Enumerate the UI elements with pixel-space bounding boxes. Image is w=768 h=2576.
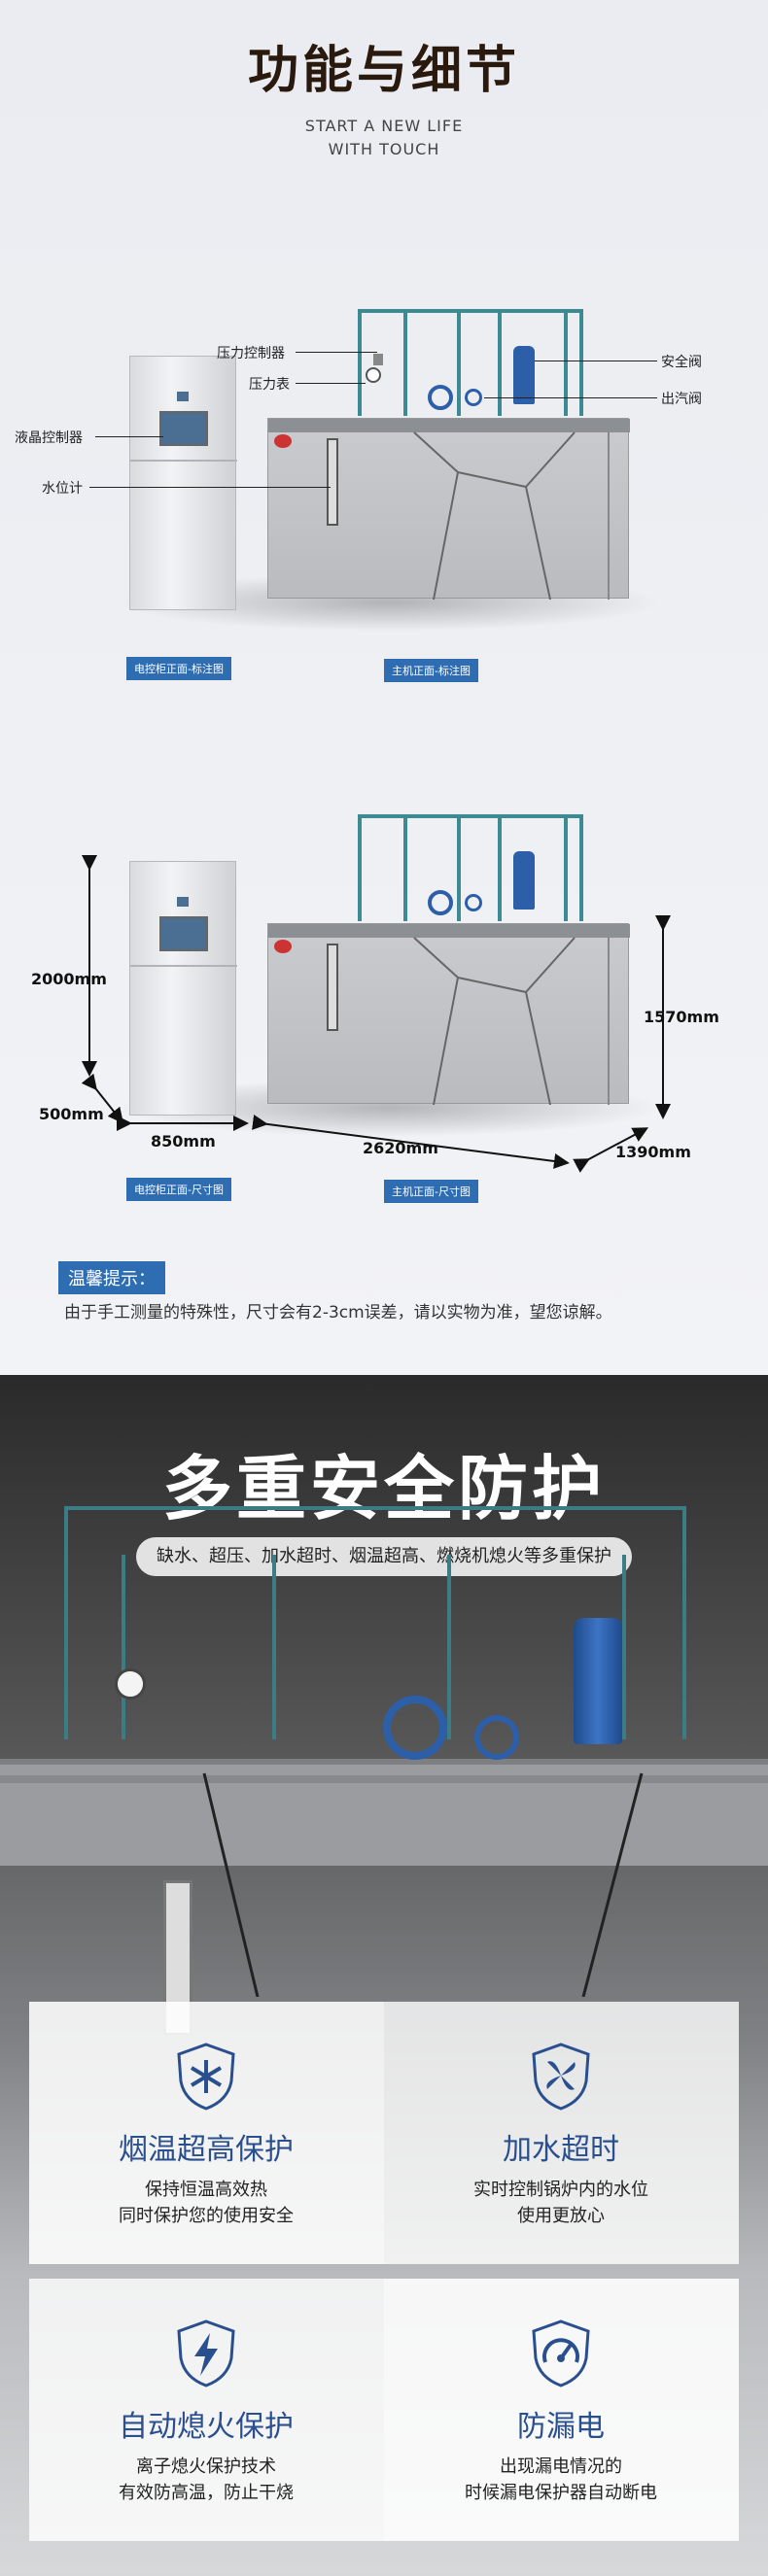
protection-summary: 缺水、超压、加水超时、烟温超高、燃烧机熄火等多重保护 — [136, 1537, 632, 1576]
main-boiler-dim — [267, 923, 630, 1105]
feature-card-leakage: 防漏电 出现漏电情况的 时候漏电保护器自动断电 — [384, 2279, 739, 2541]
safety-valve-icon — [513, 851, 535, 910]
control-cabinet — [129, 356, 237, 610]
pressure-gauge-icon — [366, 367, 381, 383]
card-title: 烟温超高保护 — [119, 2133, 294, 2167]
safety-valve-icon — [574, 1618, 622, 1744]
card-desc-line2: 有效防高温，防止干烧 — [119, 2483, 294, 2503]
card-title: 加水超时 — [503, 2133, 619, 2167]
card-title: 防漏电 — [517, 2410, 605, 2444]
valve-wheel-icon — [428, 890, 453, 915]
control-cabinet-dim — [129, 861, 237, 1116]
label-steam-valve: 出汽阀 — [661, 392, 702, 407]
tag-cabinet-dim: 电控柜正面-尺寸图 — [126, 1178, 231, 1201]
notice-label: 温馨提示： — [58, 1261, 165, 1294]
dim-main-height: 1570mm — [644, 1008, 719, 1026]
label-pressure-gauge: 压力表 — [249, 377, 290, 393]
card-desc-line1: 离子熄火保护技术 — [136, 2456, 276, 2477]
section-subtitle-line2: WITH TOUCH — [328, 140, 440, 158]
details-section: 功能与细节 START A NEW LIFE WITH TOUCH — [0, 0, 768, 1375]
protection-section: 多重安全防护 缺水、超压、加水超时、烟温超高、燃烧机熄火等多重保护 烟温超高保护… — [0, 1375, 768, 2576]
pressure-controller-icon — [373, 354, 383, 365]
tag-main-labeled: 主机正面-标注图 — [384, 659, 478, 682]
fan-shield-icon — [532, 2043, 590, 2111]
card-desc-line2: 使用更放心 — [517, 2206, 605, 2226]
dim-cabinet-height: 2000mm — [31, 970, 107, 988]
dim-cabinet-depth: 500mm — [39, 1105, 104, 1123]
feature-card-flame-out: 自动熄火保护 离子熄火保护技术 有效防高温，防止干烧 — [29, 2279, 384, 2541]
lcd-screen — [159, 411, 208, 446]
card-desc-line1: 出现漏电情况的 — [500, 2456, 622, 2477]
dimension-arrows — [81, 855, 671, 1173]
brand-logo-icon — [274, 434, 292, 448]
valve-wheel-icon — [383, 1696, 447, 1760]
protection-title: 多重安全防护 — [161, 1448, 606, 1529]
card-desc-line2: 同时保护您的使用安全 — [119, 2206, 294, 2226]
label-safety-valve: 安全阀 — [661, 355, 702, 370]
steam-valve-wheel-icon — [428, 385, 453, 410]
water-gauge-glass — [327, 438, 338, 526]
valve-wheel-icon — [474, 1715, 519, 1760]
card-desc-line2: 时候漏电保护器自动断电 — [465, 2483, 657, 2503]
card-title: 自动熄火保护 — [119, 2410, 294, 2444]
brand-logo-icon — [274, 940, 292, 953]
pressure-gauge-icon — [115, 1668, 146, 1700]
tag-cabinet-labeled: 电控柜正面-标注图 — [126, 657, 231, 680]
label-water-gauge: 水位计 — [42, 481, 83, 497]
safety-valve-icon — [513, 346, 535, 404]
feature-card-flue-temp: 烟温超高保护 保持恒温高效热 同时保护您的使用安全 — [29, 2002, 384, 2264]
dim-cabinet-width: 850mm — [151, 1132, 216, 1151]
tag-main-dim: 主机正面-尺寸图 — [384, 1180, 478, 1203]
valve-wheel-icon — [465, 389, 482, 406]
snowflake-shield-icon — [177, 2043, 235, 2111]
card-desc-line1: 保持恒温高效热 — [145, 2180, 267, 2200]
main-boiler — [267, 418, 630, 600]
label-lcd-controller: 液晶控制器 — [15, 430, 83, 446]
label-pressure-controller: 压力控制器 — [217, 346, 285, 361]
card-desc-line1: 实时控制锅炉内的水位 — [473, 2180, 648, 2200]
valve-wheel-icon — [465, 894, 482, 911]
dim-main-width: 2620mm — [363, 1139, 438, 1157]
section-subtitle-line1: START A NEW LIFE — [304, 117, 464, 135]
notice-text: 由于手工测量的特殊性，尺寸会有2-3cm误差，请以实物为准，望您谅解。 — [64, 1303, 612, 1322]
gauge-shield-icon — [532, 2319, 590, 2387]
dim-main-depth: 1390mm — [615, 1143, 691, 1161]
lightning-shield-icon — [177, 2319, 235, 2387]
section-title: 功能与细节 — [247, 42, 520, 100]
feature-card-water-timeout: 加水超时 实时控制锅炉内的水位 使用更放心 — [384, 2002, 739, 2264]
